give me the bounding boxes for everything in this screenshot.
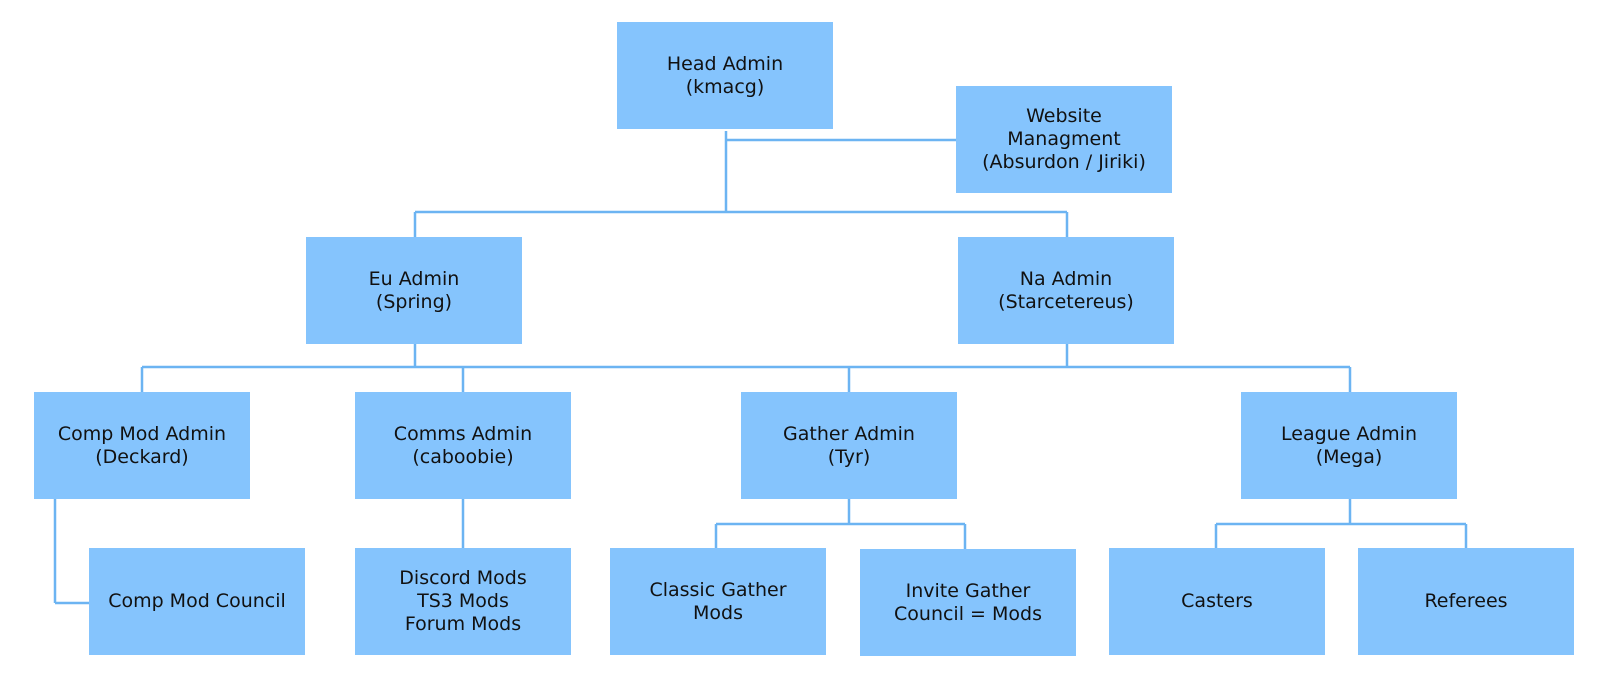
node-eu-admin: Eu Admin (Spring) — [306, 237, 522, 344]
node-label: Gather Admin (Tyr) — [783, 422, 915, 468]
node-label: Eu Admin (Spring) — [368, 267, 460, 313]
node-casters: Casters — [1109, 548, 1325, 655]
node-label: Na Admin (Starcetereus) — [998, 267, 1134, 313]
node-website-managment: Website Managment (Absurdon / Jiriki) — [956, 86, 1172, 193]
node-comp-mod-council: Comp Mod Council — [89, 548, 305, 655]
node-label: Invite Gather Council = Mods — [894, 579, 1042, 625]
node-discord-ts3-forum-mods: Discord Mods TS3 Mods Forum Mods — [355, 548, 571, 655]
node-head-admin: Head Admin (kmacg) — [617, 22, 833, 129]
node-league-admin: League Admin (Mega) — [1241, 392, 1457, 499]
node-label: Comp Mod Admin (Deckard) — [57, 422, 227, 468]
node-referees: Referees — [1358, 548, 1574, 655]
node-comms-admin: Comms Admin (caboobie) — [355, 392, 571, 499]
node-classic-gather-mods: Classic Gather Mods — [610, 548, 826, 655]
node-label: Casters — [1181, 590, 1253, 612]
node-gather-admin: Gather Admin (Tyr) — [741, 392, 957, 499]
node-invite-gather-council: Invite Gather Council = Mods — [860, 549, 1076, 656]
node-label: Classic Gather Mods — [649, 578, 787, 624]
node-comp-mod-admin: Comp Mod Admin (Deckard) — [34, 392, 250, 499]
node-label: Discord Mods TS3 Mods Forum Mods — [399, 567, 527, 635]
node-label: League Admin (Mega) — [1281, 422, 1417, 468]
node-label: Head Admin (kmacg) — [666, 52, 784, 98]
node-label: Comms Admin (caboobie) — [393, 422, 533, 468]
node-na-admin: Na Admin (Starcetereus) — [958, 237, 1174, 344]
node-label: Comp Mod Council — [108, 590, 286, 612]
node-label: Website Managment (Absurdon / Jiriki) — [982, 105, 1146, 173]
node-label: Referees — [1424, 590, 1508, 612]
